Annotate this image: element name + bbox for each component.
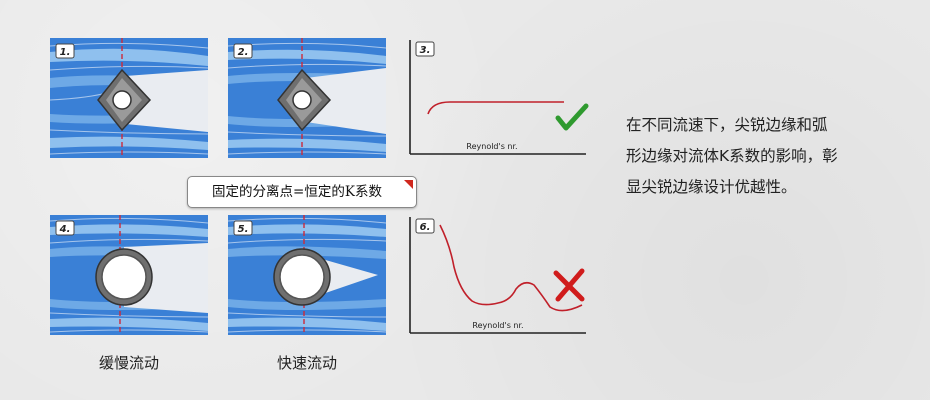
panel-number-1: 1. (60, 47, 71, 58)
description-text: 在不同流速下，尖锐边缘和弧 形边缘对流体K系数的影响，彰 显尖锐边缘设计优越性。 (626, 110, 896, 203)
callout-text: 固定的分离点=恒定的K系数 (212, 184, 382, 200)
caption-fast-flow: 快速流动 (276, 354, 337, 372)
graph-xlabel-6: Reynold's nr. (472, 321, 523, 330)
description-line-3: 显尖锐边缘设计优越性。 (626, 178, 797, 196)
graph-xlabel-3: Reynold's nr. (466, 142, 517, 151)
diamond-obstacle (97, 68, 152, 132)
cross-icon (553, 268, 585, 302)
graph-panel-3: 3. Reynold's nr. (406, 38, 591, 158)
k-factor-curve-wavy (439, 224, 583, 312)
graph-panel-6: 6. Reynold's nr. (406, 215, 591, 337)
panel-number-2: 2. (238, 47, 249, 58)
callout-box: 固定的分离点=恒定的K系数 (187, 176, 417, 208)
description-line-1: 在不同流速下，尖锐边缘和弧 (626, 116, 828, 134)
panel-number-5: 5. (238, 224, 249, 235)
flow-panel-1: 1. (50, 38, 208, 158)
description-line-2: 形边缘对流体K系数的影响，彰 (626, 147, 838, 165)
panel-number-6: 6. (420, 222, 431, 233)
flow-panel-4: 4. (50, 215, 208, 335)
flow-panel-5: 5. (228, 215, 386, 335)
panel-number-4: 4. (59, 224, 71, 235)
callout-corner-mark (404, 180, 413, 189)
k-factor-curve-flat (427, 101, 564, 115)
panel-number-3: 3. (420, 45, 431, 56)
round-obstacle (273, 248, 331, 306)
caption-slow-flow: 缓慢流动 (98, 354, 159, 372)
flow-panel-2: 2. (228, 38, 386, 158)
check-icon (555, 103, 589, 131)
round-obstacle (95, 248, 153, 306)
diamond-obstacle (277, 68, 332, 132)
